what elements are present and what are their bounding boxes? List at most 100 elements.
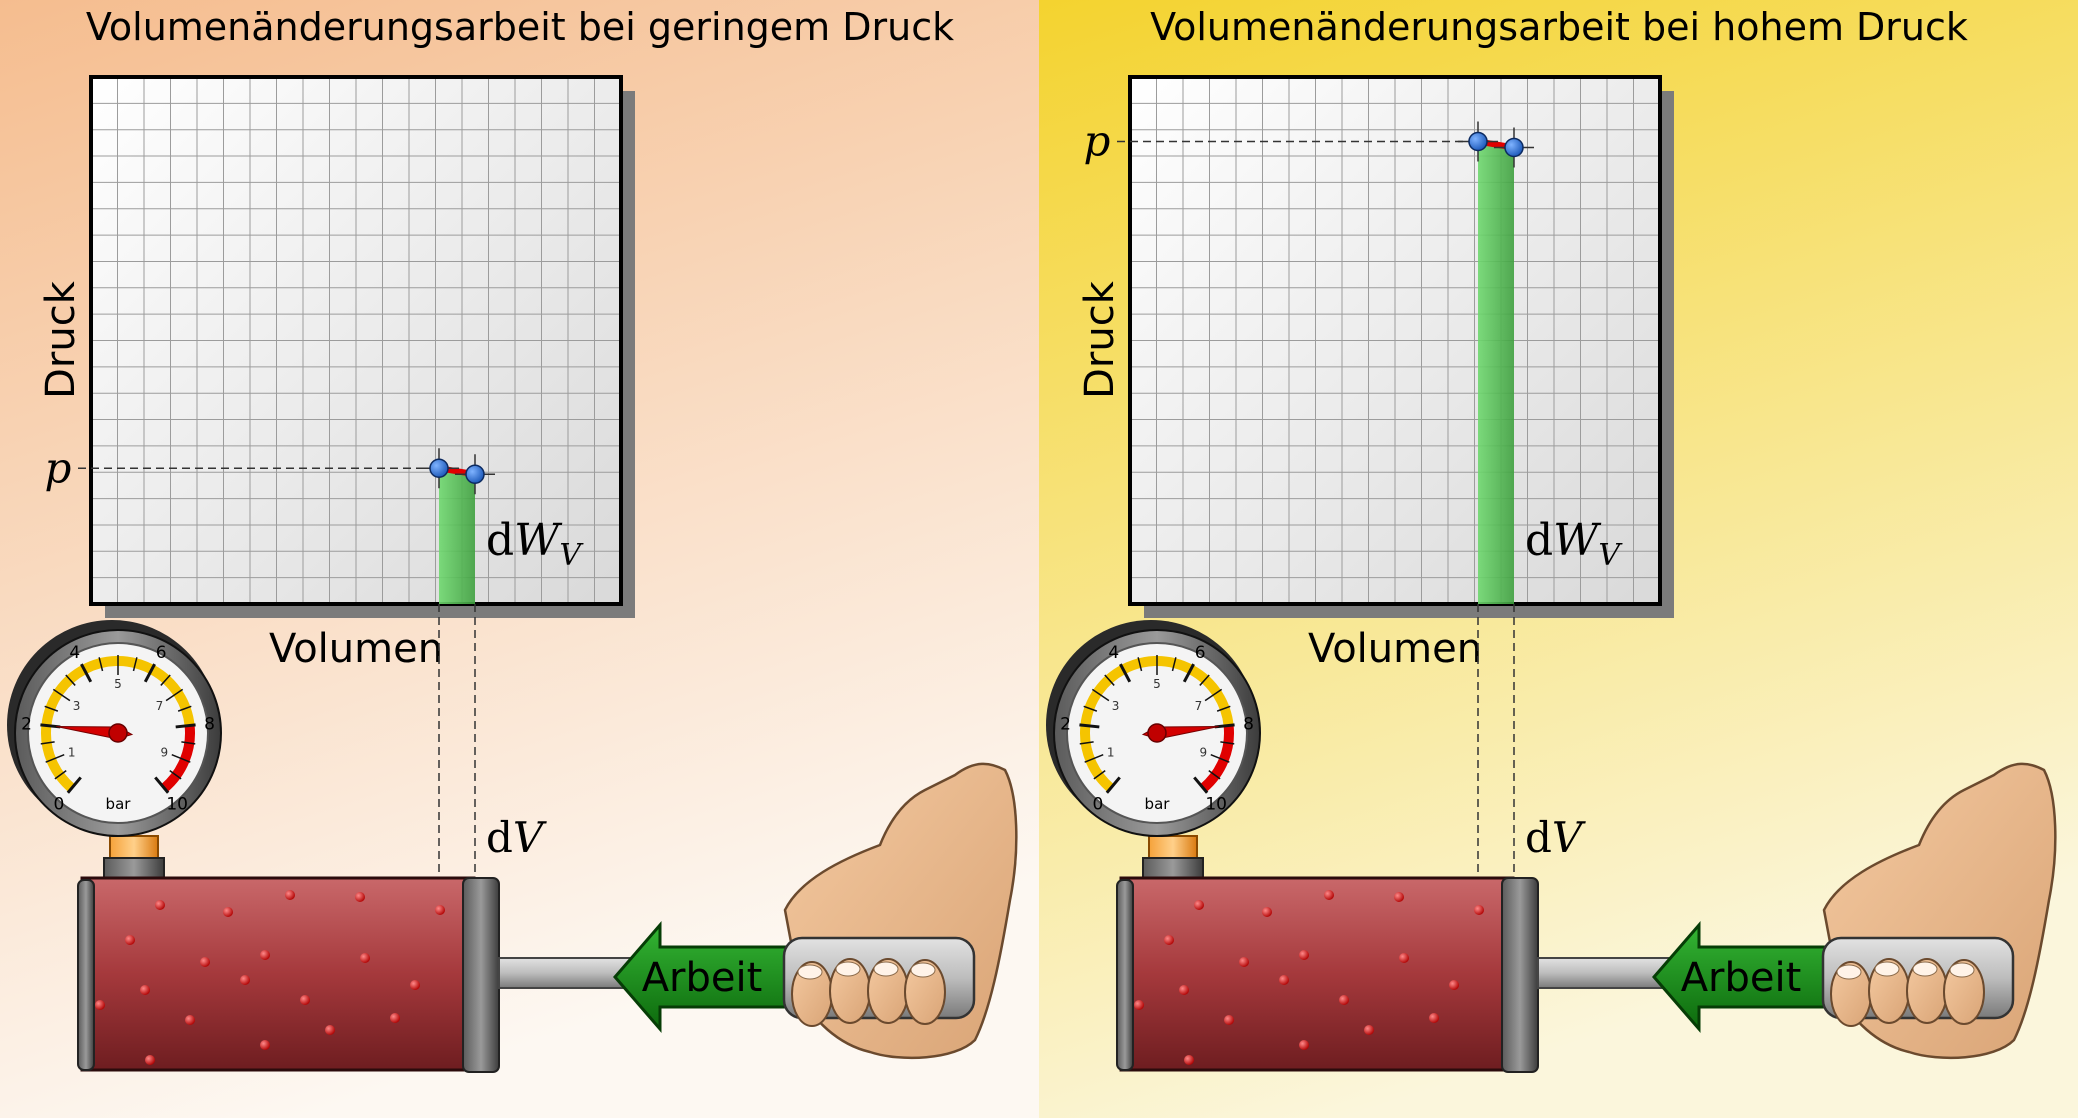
gas-particle — [1429, 1013, 1439, 1023]
gauge-tick — [1137, 657, 1143, 672]
gauge-major-label: 6 — [1195, 643, 1206, 663]
gauge-minor-label: 5 — [1153, 677, 1161, 691]
gauge-tick — [1199, 674, 1210, 686]
gas-particle — [410, 980, 420, 990]
cylinder-end-cap — [1116, 879, 1134, 1071]
x-axis-label: Volumen — [1308, 626, 1482, 672]
pressure-symbol: p — [45, 443, 72, 492]
work-label-main: W — [1553, 515, 1602, 566]
gauge-major-label: 4 — [69, 643, 80, 663]
state-point — [465, 464, 485, 484]
pressure-symbol: p — [1084, 117, 1111, 166]
gauge-needle-hub — [1147, 723, 1167, 743]
gauge-tick — [44, 705, 59, 712]
plot-frame — [1128, 75, 1662, 606]
gas-particle — [1339, 995, 1349, 1005]
gauge-unit-label: bar — [1145, 795, 1171, 813]
gauge-tick — [80, 663, 93, 683]
piston — [462, 877, 500, 1073]
work-label-d: d — [486, 515, 514, 566]
gauge-tick — [1208, 770, 1221, 780]
work-label-subscript: V — [1598, 538, 1623, 573]
work-label-subscript: V — [559, 538, 584, 573]
gas-particle — [1474, 905, 1484, 915]
gas-particle — [285, 890, 295, 900]
panel-high-pressure: Volumenänderungsarbeit bei hohem DruckDr… — [1039, 0, 2078, 1118]
cylinder-body — [1119, 876, 1515, 1072]
gauge-tick — [181, 741, 196, 745]
gauge-major-label: 0 — [53, 794, 64, 814]
gas-particle — [1164, 935, 1174, 945]
hand-fingernail — [1874, 961, 1900, 977]
gas-particle — [240, 975, 250, 985]
gas-particle — [300, 995, 310, 1005]
plot-frame — [89, 75, 623, 606]
panel-title: Volumenänderungsarbeit bei geringem Druc… — [86, 5, 954, 49]
hand-fingernail — [835, 961, 861, 977]
cylinder-body — [80, 876, 476, 1072]
gauge-major-label: 2 — [21, 714, 32, 734]
gauge-unit-label: bar — [106, 795, 132, 813]
gauge-minor-label: 1 — [68, 746, 76, 760]
gauge-minor-label: 7 — [156, 699, 164, 713]
gauge-minor-label: 1 — [1107, 746, 1115, 760]
gas-particle — [95, 1000, 105, 1010]
gas-particle — [260, 950, 270, 960]
gauge-minor-label: 9 — [1200, 746, 1208, 760]
volume-label: dV — [486, 813, 547, 862]
gas-particle — [435, 905, 445, 915]
gas-particle — [1279, 975, 1289, 985]
work-area-bar — [439, 472, 475, 604]
gauge-tick — [169, 770, 182, 780]
gauge-tick — [1204, 688, 1223, 702]
gauge-major-label: 10 — [1205, 794, 1227, 814]
gauge-major-label: 8 — [1243, 714, 1254, 734]
gauge-tick — [175, 723, 196, 729]
gauge-tick — [143, 663, 156, 683]
panel-low-pressure: Volumenänderungsarbeit bei geringem Druc… — [0, 0, 1039, 1118]
gauge-tick — [1084, 754, 1104, 763]
gas-particle — [1184, 1055, 1194, 1065]
gauge-minor-label: 3 — [1112, 699, 1120, 713]
work-label: dWV — [486, 515, 584, 573]
cylinder-end-cap — [77, 879, 95, 1071]
panel-title: Volumenänderungsarbeit bei hohem Druck — [1150, 5, 1968, 49]
hand-finger — [904, 959, 946, 1025]
gauge-tick — [1083, 705, 1098, 712]
y-axis-label: Druck — [38, 280, 84, 399]
gas-particle — [1394, 892, 1404, 902]
plot-grid — [91, 77, 621, 604]
gauge-tick — [1210, 754, 1230, 763]
y-axis-label: Druck — [1077, 280, 1123, 399]
gauge-minor-label: 9 — [161, 746, 169, 760]
gauge-tick — [1079, 723, 1100, 729]
gas-particle — [1224, 1015, 1234, 1025]
gas-particle — [260, 1040, 270, 1050]
hand-fingernail — [1912, 961, 1938, 977]
gas-particle — [325, 1025, 335, 1035]
work-arrow-label: Arbeit — [1681, 955, 1802, 1001]
volume-label: dV — [1525, 813, 1586, 862]
gas-particle — [1399, 953, 1409, 963]
gauge-major-label: 6 — [156, 643, 167, 663]
work-arrow-label: Arbeit — [642, 955, 763, 1001]
gas-particle — [1179, 985, 1189, 995]
gauge-major-label: 10 — [166, 794, 188, 814]
gauge-tick — [171, 754, 191, 763]
piston — [1501, 877, 1539, 1073]
gauge-tick — [65, 674, 76, 686]
gauge-needle-hub — [108, 723, 128, 743]
gauge-tick — [1079, 741, 1094, 745]
gauge-tick — [1216, 705, 1231, 712]
gas-particle — [1299, 1040, 1309, 1050]
gas-particle — [1134, 1000, 1144, 1010]
gauge-major-label: 8 — [204, 714, 215, 734]
gauge-tick — [1105, 776, 1121, 794]
gauge-tick — [160, 674, 171, 686]
gauge-tick — [45, 754, 65, 763]
gas-particle — [155, 900, 165, 910]
volume-label-main: V — [1552, 813, 1586, 862]
hand-fingernail — [1836, 964, 1862, 980]
gas-particle — [1364, 1025, 1374, 1035]
gas-particle — [360, 953, 370, 963]
